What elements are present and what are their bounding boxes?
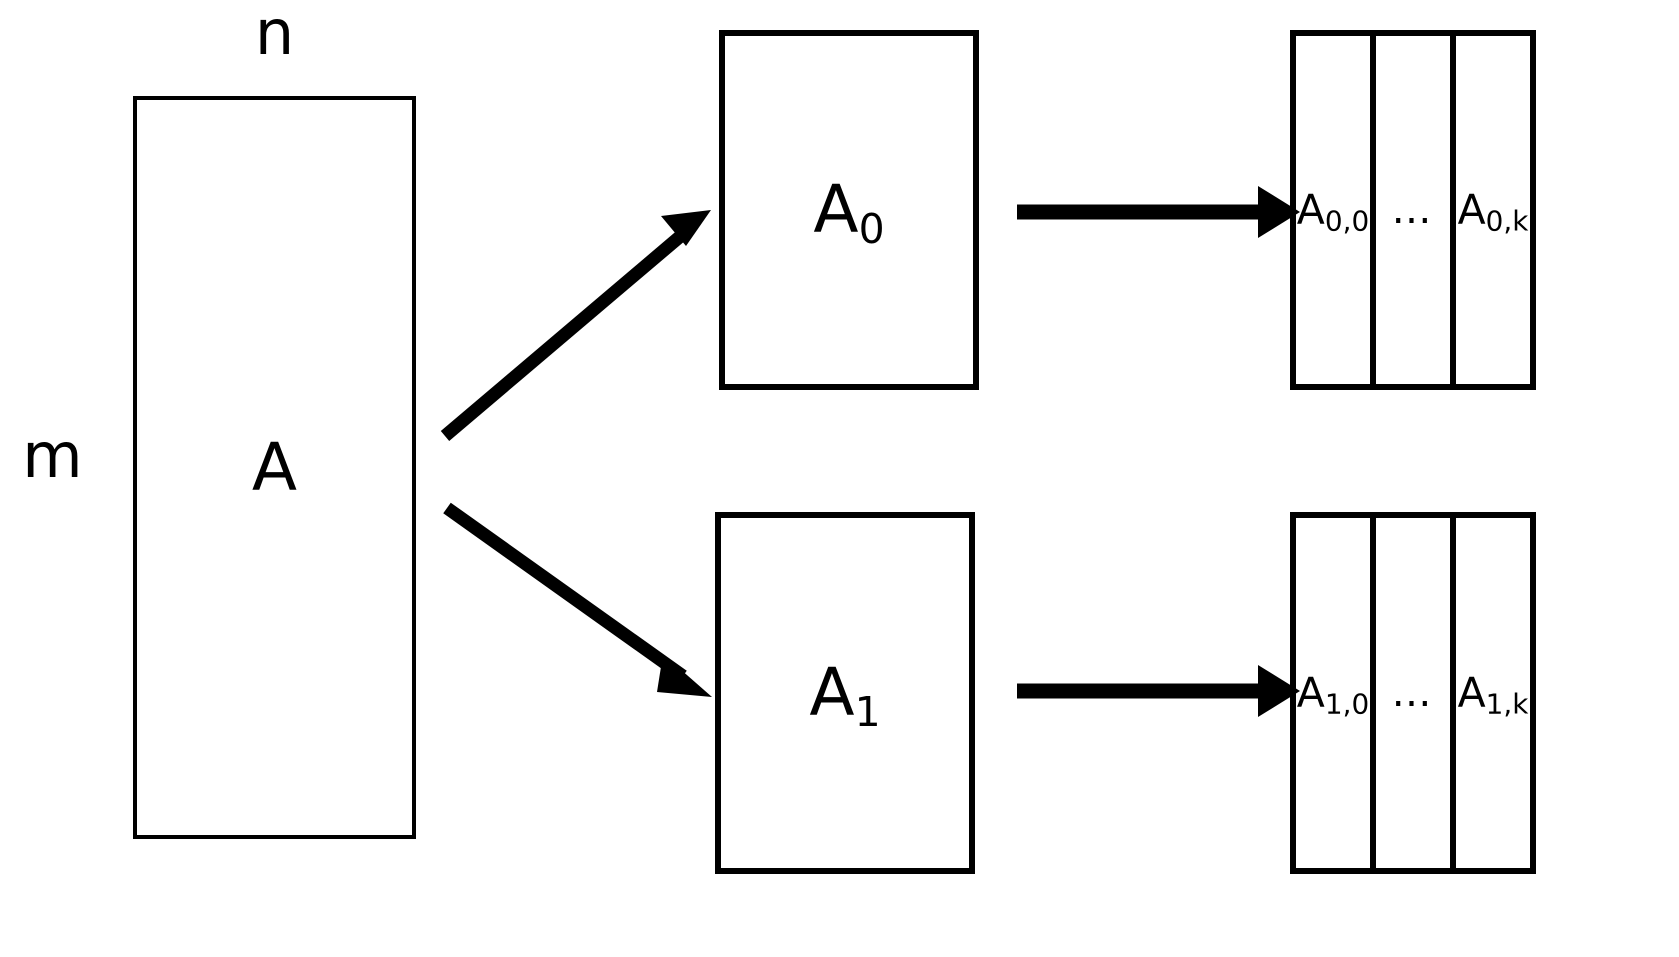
column-cell-a0-k-subscript: 0,k — [1485, 204, 1529, 238]
matrix-a0-label: A0 — [725, 177, 973, 250]
column-cell-a1-0-subscript: 1,0 — [1324, 687, 1370, 721]
column-cell-a1-ellipsis: … — [1376, 518, 1456, 868]
column-cell-a0-ellipsis-label: … — [1391, 187, 1435, 233]
matrix-a1-box: A1 — [715, 512, 975, 874]
column-cell-a0-ellipsis: … — [1376, 36, 1456, 384]
column-cell-a1-0-label: A1,0 — [1297, 672, 1369, 718]
arrow-a0-to-columns-icon — [1017, 186, 1300, 238]
matrix-a-label: A — [251, 428, 298, 506]
column-block-a1: A1,0 … A1,k — [1290, 512, 1536, 874]
column-cell-a1-ellipsis-label: … — [1391, 670, 1435, 716]
column-cell-a1-k: A1,k — [1456, 518, 1530, 868]
matrix-a0-base: A — [813, 171, 859, 248]
column-cell-a0-0-base: A — [1296, 185, 1325, 234]
matrix-a0-subscript: 0 — [858, 205, 885, 254]
matrix-a-box: A — [133, 96, 416, 839]
arrow-a1-to-columns-icon — [1017, 665, 1300, 717]
column-cell-a0-0-subscript: 0,0 — [1324, 204, 1370, 238]
column-cell-a1-0-base: A — [1296, 668, 1325, 717]
matrix-a1-base: A — [809, 654, 855, 731]
arrow-a-to-a1-icon — [443, 502, 712, 697]
column-cell-a0-k-base: A — [1457, 185, 1486, 234]
column-cell-a0-0: A0,0 — [1296, 36, 1376, 384]
column-cell-a0-k: A0,k — [1456, 36, 1530, 384]
matrix-a1-subscript: 1 — [854, 688, 881, 737]
column-cell-a1-k-label: A1,k — [1458, 672, 1529, 718]
column-block-a0: A0,0 … A0,k — [1290, 30, 1536, 390]
dimension-label-m: m — [22, 419, 83, 492]
matrix-a0-box: A0 — [719, 30, 979, 390]
column-cell-a0-k-label: A0,k — [1458, 189, 1529, 235]
arrow-a-to-a0-icon — [440, 210, 711, 441]
matrix-a1-label: A1 — [721, 660, 969, 733]
dimension-label-n: n — [254, 0, 295, 69]
column-cell-a1-0: A1,0 — [1296, 518, 1376, 868]
column-cell-a1-k-base: A — [1457, 668, 1486, 717]
column-cell-a1-k-subscript: 1,k — [1485, 687, 1529, 721]
column-cell-a0-0-label: A0,0 — [1297, 189, 1369, 235]
